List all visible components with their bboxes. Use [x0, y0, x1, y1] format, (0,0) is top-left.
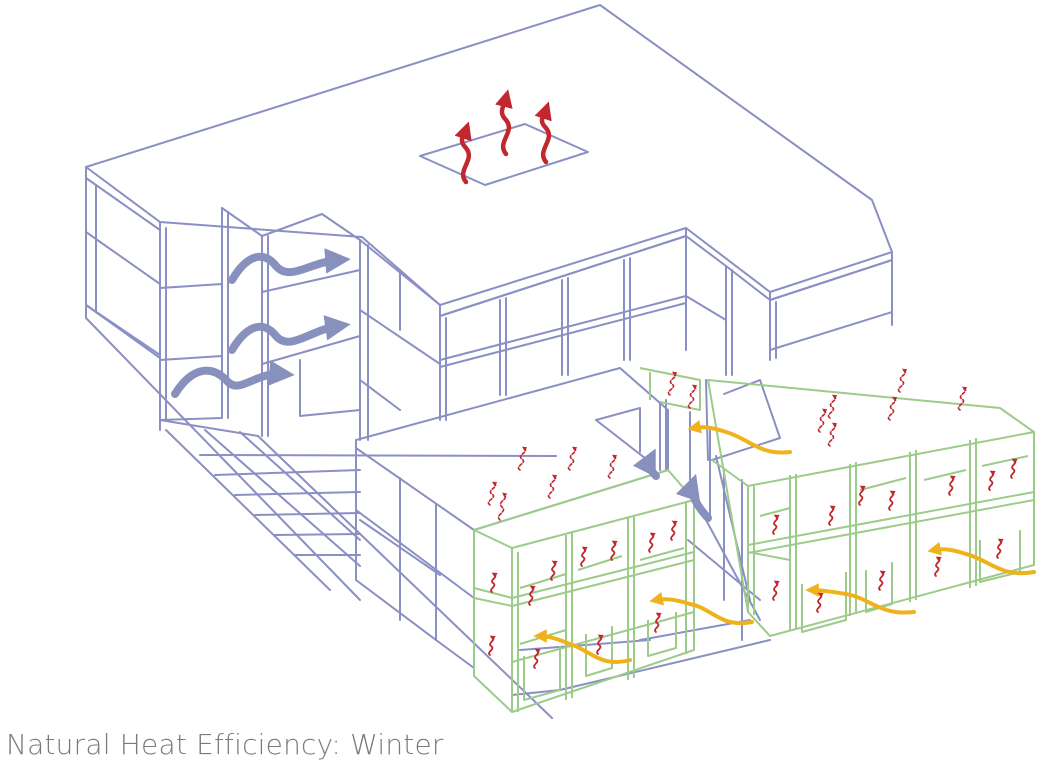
solar-gain-arrow [649, 592, 754, 626]
main-building-outline [85, 4, 893, 719]
radiant-heat-squiggles [487, 368, 968, 521]
warm-air-rising-arrows [454, 89, 552, 185]
extension-right-outline [639, 367, 1035, 637]
warm-air-arrow [534, 101, 552, 165]
solar-gain-arrow [805, 583, 916, 615]
diagram-caption: Natural Heat Efficiency: Winter [6, 728, 444, 761]
solar-gain-arrow [927, 542, 1036, 576]
warm-air-arrow [454, 121, 472, 185]
convection-arrows [171, 248, 712, 522]
convection-arrow [228, 248, 351, 284]
warm-air-arrow [495, 89, 513, 157]
room-heat-squiggles [488, 458, 1018, 669]
solar-gain-arrows [533, 420, 1036, 664]
convection-arrow [632, 448, 660, 480]
convection-arrow [171, 360, 295, 398]
solar-gain-arrow [687, 420, 792, 455]
convection-arrow [675, 473, 712, 522]
solar-gain-arrow [533, 629, 632, 664]
convection-arrow [228, 315, 351, 354]
